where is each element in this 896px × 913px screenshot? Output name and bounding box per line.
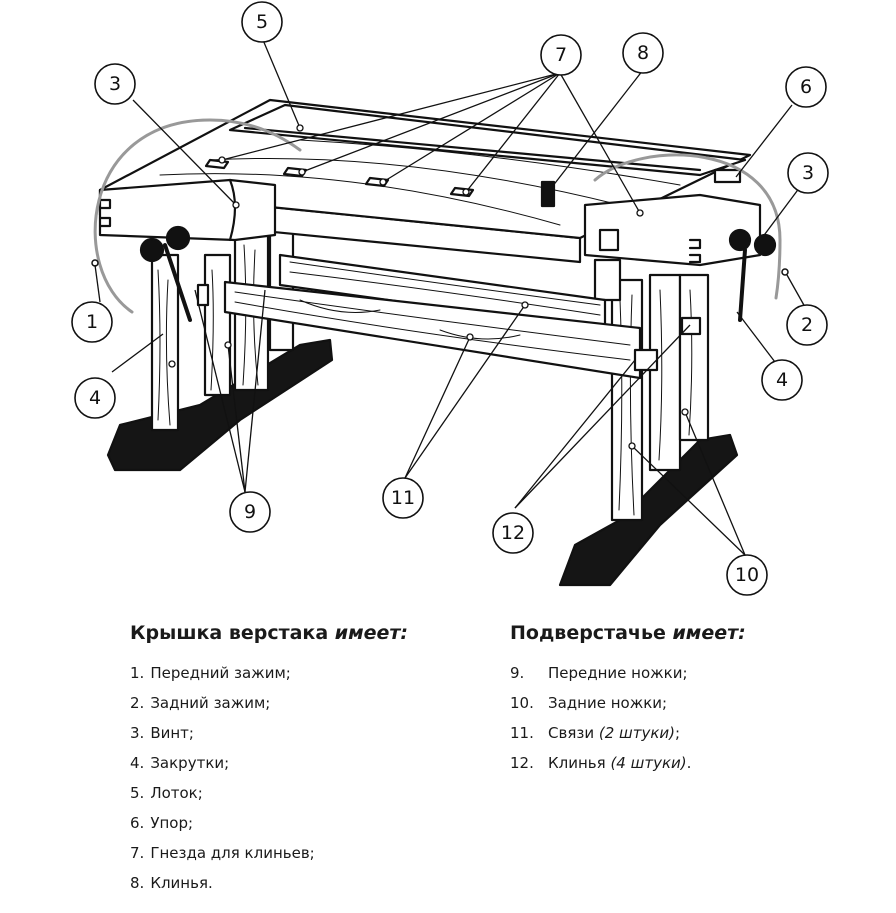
legend-item-8: 8.Клинья. (130, 874, 213, 892)
legend-tabletop: Крышка верстака имеет: 1.Передний зажим;… (130, 622, 408, 898)
legend-item-11: 11.Связи (2 штуки); (510, 724, 681, 742)
callout-3-left: 3 (109, 73, 121, 95)
stretchers (223, 253, 642, 380)
bench-stop (713, 168, 742, 184)
legend-tabletop-title-em: имеет: (334, 622, 409, 644)
legend-item-7: 7.Гнезда для клиньев; (130, 844, 315, 862)
callout-8: 8 (637, 42, 649, 64)
legend-item-5: 5.Лоток; (130, 784, 203, 802)
end-vise (583, 193, 762, 267)
legend-item-12: 12.Клинья (4 штуки). (510, 754, 692, 772)
legend-item-2: 2.Задний зажим; (130, 694, 271, 712)
legend-tabletop-title: Крышка верстака имеет: (130, 622, 408, 644)
legend-base: Подверстачье имеет: 9.Передние ножки; 10… (510, 622, 746, 778)
legend-base-title: Подверстачье имеет: (510, 622, 746, 644)
front-vise (98, 178, 277, 242)
callout-11: 11 (391, 487, 415, 509)
legend-item-10: 10.Задние ножки; (510, 694, 668, 712)
legend-item-4: 4.Закрутки; (130, 754, 230, 772)
legend-item-1: 1.Передний зажим; (130, 664, 291, 682)
callout-9: 9 (244, 501, 256, 523)
callout-3-right: 3 (802, 162, 814, 184)
leg-grain (157, 244, 693, 516)
legend-item-3: 3.Винт; (130, 724, 194, 742)
legend-tabletop-title-main: Крышка верстака (130, 622, 329, 644)
right-foot (558, 433, 739, 587)
leader-lines (94, 39, 806, 556)
callout-4-left: 4 (89, 387, 101, 409)
stretcher-grain (234, 261, 631, 361)
callout-10: 10 (735, 564, 759, 586)
callout-1: 1 (86, 311, 98, 333)
callouts (71, 1, 829, 596)
tool-tray (228, 103, 747, 177)
callout-7: 7 (555, 44, 567, 66)
legend-base-title-em: имеет: (672, 622, 746, 644)
end-vise-arc (593, 153, 782, 300)
legend-item-6: 6.Упор; (130, 814, 194, 832)
legend-base-title-main: Подверстачье (510, 622, 666, 644)
bench-dog (540, 180, 556, 208)
callout-4-right: 4 (776, 369, 788, 391)
callout-6: 6 (800, 76, 812, 98)
workbench-diagram: 5 7 8 3 6 3 1 2 4 4 9 11 12 10 (71, 1, 829, 596)
legend-item-9: 9.Передние ножки; (510, 664, 688, 682)
callout-labels: 5 7 8 3 6 3 1 2 4 4 9 11 12 10 (86, 11, 814, 586)
front-vise-arc (93, 118, 302, 314)
callout-5: 5 (256, 11, 268, 33)
callout-12: 12 (501, 522, 525, 544)
callout-2: 2 (801, 314, 813, 336)
